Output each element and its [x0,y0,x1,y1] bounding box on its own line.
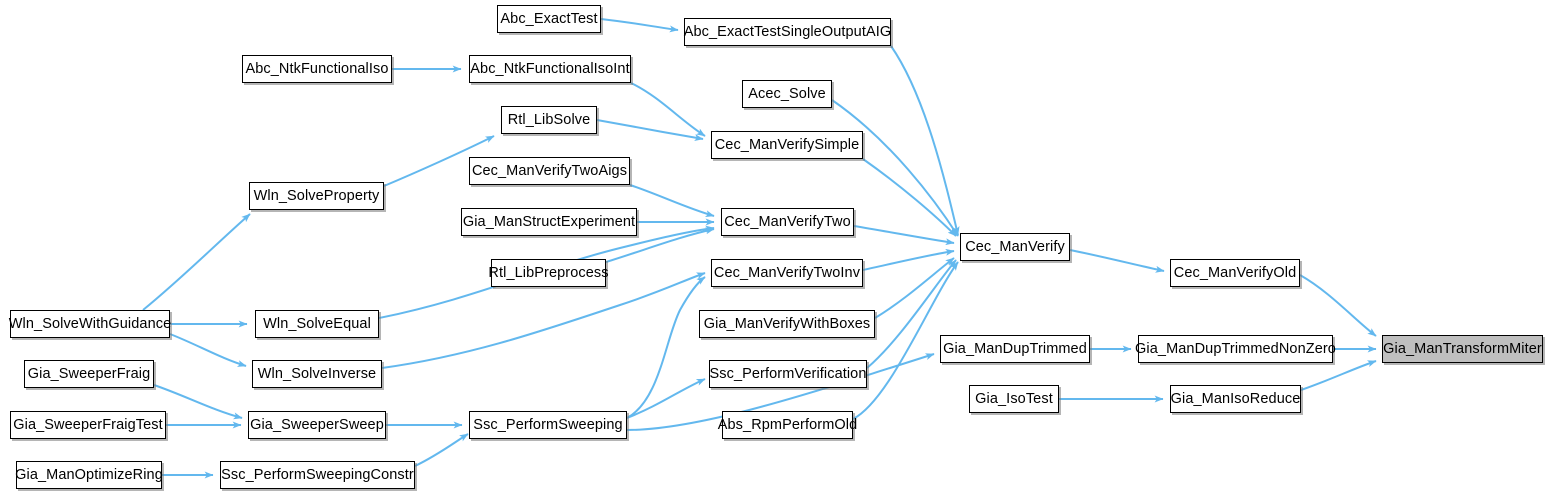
graph-node-rtl_libsolve[interactable]: Rtl_LibSolve [501,106,597,134]
graph-node-label: Abc_NtkFunctionalIso [245,60,389,77]
graph-node-abc_ntkfunctionaliso[interactable]: Abc_NtkFunctionalIso [242,55,392,83]
graph-edge-gia_manisoreduce-to-gia_mantransformmiter [1300,360,1377,391]
graph-node-wln_solvewithguidance[interactable]: Wln_SolveWithGuidance [8,310,172,338]
graph-node-gia_isotest[interactable]: Gia_IsoTest [969,385,1059,413]
graph-edge-rtl_libsolve-to-cec_manverifysimple [596,119,704,142]
graph-node-label: Cec_ManVerifyOld [1173,264,1297,281]
graph-edge-abc_exacttest-to-abc_exacttestsingleoutput [600,18,679,33]
graph-node-label: Ssc_PerformVerification [709,365,867,382]
graph-edge-cec_manverifysimple-to-cec_manverify [862,158,957,237]
graph-edge-cec_manverifyold-to-gia_mantransformmiter [1299,274,1377,337]
graph-node-label: Wln_SolveInverse [257,365,377,382]
graph-node-label: Gia_ManIsoReduce [1170,390,1301,407]
graph-node-rtl_libpreprocess[interactable]: Rtl_LibPreprocess [488,259,609,287]
graph-node-label: Gia_SweeperSweep [250,416,384,433]
graph-node-label: Cec_ManVerifyTwoAigs [471,162,628,179]
graph-node-label: Acec_Solve [748,85,826,102]
graph-node-cec_manverifytwoinv[interactable]: Cec_ManVerifyTwoInv [711,259,863,287]
graph-node-gia_manverifywithboxes[interactable]: Gia_ManVerifyWithBoxes [699,310,875,338]
graph-edge-abc_exacttestsingleoutput-to-cec_manverify [890,45,960,236]
graph-node-gia_sweepersweep[interactable]: Gia_SweeperSweep [248,411,386,439]
graph-node-gia_manoptimizering[interactable]: Gia_ManOptimizeRing [15,461,163,489]
graph-node-label: Gia_IsoTest [975,390,1053,407]
graph-node-label: Gia_ManTransformMiter [1383,340,1542,357]
graph-node-gia_manstructexperiment[interactable]: Gia_ManStructExperiment [461,208,637,236]
graph-node-cec_manverifytwoaigs[interactable]: Cec_ManVerifyTwoAigs [469,157,630,185]
graph-node-label: Gia_ManDupTrimmedNonZero [1135,340,1336,357]
graph-node-label: Cec_ManVerifySimple [714,136,860,153]
graph-node-gia_sweeperfraigtest[interactable]: Gia_SweeperFraigTest [10,411,166,439]
graph-node-acec_solve[interactable]: Acec_Solve [742,80,832,108]
graph-node-label: Gia_SweeperFraigTest [13,416,163,433]
graph-edge-cec_manverifytwoaigs-to-cec_manverifytwo [629,184,715,218]
graph-node-gia_mantransformmiter[interactable]: Gia_ManTransformMiter [1382,335,1543,363]
graph-edge-wln_solveequal-to-cec_manverifytwo [378,225,715,319]
graph-node-label: Abc_ExactTest [500,10,598,27]
graph-edge-gia_sweeperfraig-to-gia_sweepersweep [153,384,243,420]
graph-edge-ssc_performsweeping-to-ssc_performverification [626,378,706,419]
graph-node-ssc_performsweeping[interactable]: Ssc_PerformSweeping [469,411,627,439]
graph-edge-cec_manverifytwoinv-to-cec_manverify [862,248,955,271]
graph-node-label: Abc_ExactTestSingleOutputAIG [683,23,892,40]
graph-node-wln_solveinverse[interactable]: Wln_SolveInverse [252,360,382,388]
graph-node-gia_sweeperfraig[interactable]: Gia_SweeperFraig [24,360,154,388]
graph-edge-cec_manverify-to-cec_manverifyold [1069,249,1165,273]
graph-node-abc_exacttest[interactable]: Abc_ExactTest [497,5,601,33]
graph-node-label: Abc_NtkFunctionalIsoInt [470,60,630,77]
graph-node-label: Gia_ManOptimizeRing [15,466,163,483]
graph-node-label: Wln_SolveEqual [263,315,371,332]
graph-node-gia_mandupttrimmednonzero[interactable]: Gia_ManDupTrimmedNonZero [1135,335,1336,363]
graph-node-ssc_performverification[interactable]: Ssc_PerformVerification [709,360,867,388]
graph-edge-wln_solvewithguidance-to-wln_solveinverse [169,333,247,367]
graph-node-gia_mandupttrimmed[interactable]: Gia_ManDupTrimmed [940,335,1090,363]
graph-node-cec_manverifysimple[interactable]: Cec_ManVerifySimple [711,131,863,159]
graph-node-abc_ntkfunctionalisoint[interactable]: Abc_NtkFunctionalIsoInt [469,55,631,83]
graph-node-label: Gia_ManStructExperiment [462,213,636,230]
graph-node-label: Abs_RpmPerformOld [717,416,858,433]
graph-node-label: Cec_ManVerifyTwo [724,213,851,230]
graph-node-label: Gia_ManDupTrimmed [943,340,1087,357]
graph-node-label: Ssc_PerformSweepingConstr [221,466,414,483]
graph-node-wln_solveproperty[interactable]: Wln_SolveProperty [249,182,384,210]
graph-node-ssc_performsweepingconstr[interactable]: Ssc_PerformSweepingConstr [220,461,415,489]
graph-node-label: Gia_ManVerifyWithBoxes [703,315,871,332]
graph-node-gia_manisoreduce[interactable]: Gia_ManIsoReduce [1170,385,1301,413]
graph-node-label: Wln_SolveWithGuidance [8,315,172,332]
graph-edge-wln_solveinverse-to-cec_manverifytwoinv [381,272,706,369]
graph-edge-abc_ntkfunctionalisoint-to-cec_manverifysimple [630,82,706,137]
graph-node-wln_solveequal[interactable]: Wln_SolveEqual [255,310,379,338]
graph-edge-acec_solve-to-cec_manverify [831,99,959,237]
graph-node-label: Cec_ManVerifyTwoInv [713,264,861,281]
graph-node-abc_exacttestsingleoutput[interactable]: Abc_ExactTestSingleOutputAIG [684,18,891,46]
graph-edge-ssc_performsweeping-to-cec_manverifytwoinv [626,276,706,419]
graph-edge-cec_manverifytwo-to-cec_manverify [853,225,955,246]
graph-edge-abs_rpmperformold-to-cec_manverify [852,261,959,420]
graph-node-label: Wln_SolveProperty [253,187,380,204]
graph-node-label: Gia_SweeperFraig [27,365,151,382]
graph-edge-wln_solvewithguidance-to-wln_solveproperty [142,213,251,311]
graph-node-cec_manverify[interactable]: Cec_ManVerify [960,233,1070,261]
graph-node-label: Ssc_PerformSweeping [473,416,623,433]
graph-edge-ssc_performsweepingconstr-to-ssc_performsweeping [414,433,469,467]
graph-node-label: Rtl_LibPreprocess [488,264,609,281]
graph-node-cec_manverifytwo[interactable]: Cec_ManVerifyTwo [721,208,854,236]
graph-edge-wln_solveproperty-to-rtl_libsolve [383,135,495,187]
graph-edge-ssc_performverification-to-cec_manverify [866,259,957,369]
graph-edge-gia_manverifywithboxes-to-cec_manverify [874,257,955,319]
graph-node-abs_rpmperformold[interactable]: Abs_RpmPerformOld [718,411,857,439]
graph-edge-rtl_libpreprocess-to-cec_manverifytwo [605,227,715,263]
graph-node-label: Rtl_LibSolve [507,111,591,128]
graph-node-cec_manverifyold[interactable]: Cec_ManVerifyOld [1170,259,1300,287]
graph-node-label: Cec_ManVerify [965,238,1065,255]
